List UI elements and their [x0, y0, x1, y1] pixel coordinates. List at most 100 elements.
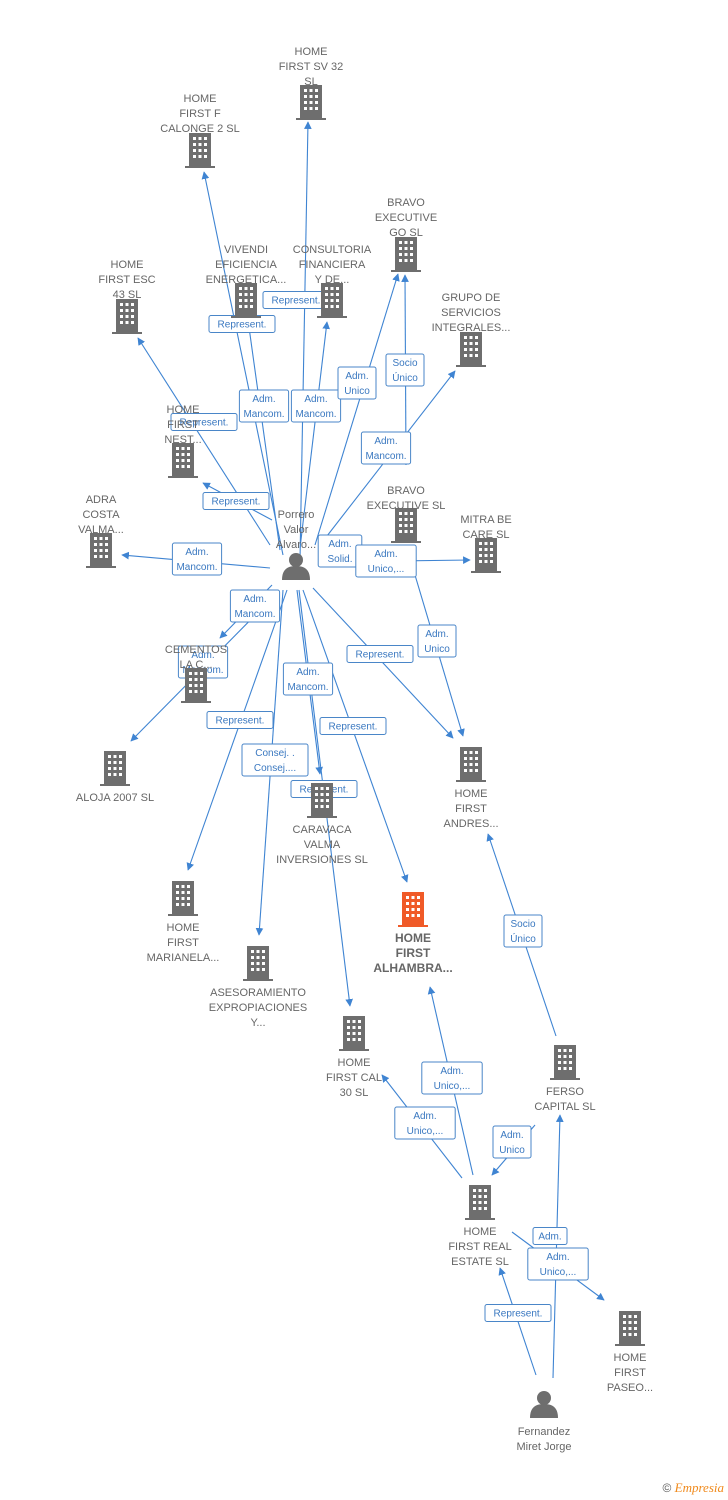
node-nest[interactable]: HOMEFIRSTNEST...	[164, 404, 202, 478]
edge-label-adm-mancom-cementos[interactable]: Adm.Mancom.	[229, 589, 281, 623]
edge-label-adm-unico-paseo[interactable]: Adm.Unico,...	[527, 1247, 589, 1281]
node-label: HOME	[395, 931, 431, 945]
relation-edge	[552, 1114, 564, 1379]
edge-label-box	[282, 662, 334, 696]
edge-label-box	[319, 717, 387, 735]
relation-edge	[137, 337, 271, 546]
node-label: HOME	[614, 1352, 647, 1364]
edge-labels-layer: Represent. Represent. Adm. Mancom. Adm. Manco…	[170, 291, 589, 1322]
copyright-symbol: ©	[662, 1481, 672, 1495]
node-label: SL	[304, 76, 317, 88]
edge-label-text: Mancom.	[287, 682, 328, 693]
brand-logo[interactable]: Empresia	[674, 1480, 724, 1495]
node-asesoramiento[interactable]: ASESORAMIENTOEXPROPIACIONESY...	[209, 946, 307, 1029]
edge-label-adm-unico-mitra[interactable]: Adm.Unico,...	[355, 544, 417, 578]
node-label: EXECUTIVE SL	[367, 500, 446, 512]
node-porrero[interactable]: PorreroValorAlvaro...	[276, 509, 316, 580]
node-vivendi[interactable]: VIVENDIEFICIENCIAENERGETICA...	[206, 244, 287, 318]
node-label: 30 SL	[340, 1087, 369, 1099]
edge-label-represent-vivendi[interactable]: Represent.	[208, 315, 276, 333]
edge-label-text: Unico	[499, 1145, 525, 1156]
person-icon	[282, 553, 310, 580]
node-label: FIRST ESC	[98, 274, 155, 286]
building-icon	[168, 443, 198, 478]
edge-label-adm-solid-bravo-sl[interactable]: Adm.Solid.	[317, 534, 363, 568]
relation-edge	[186, 589, 288, 871]
edge-label-text: Socio	[392, 358, 417, 369]
edge-label-box	[360, 431, 412, 465]
edge-label-represent-sv32[interactable]: Represent.	[262, 291, 330, 309]
edge-label-adm-mancom-adra[interactable]: Adm.Mancom.	[171, 542, 223, 576]
building-icon	[112, 299, 142, 334]
edge-label-text: Mancom.	[243, 409, 284, 420]
node-label: VALMA...	[78, 524, 124, 536]
edge-label-adm-unico-cal30[interactable]: Adm.Unico,...	[394, 1106, 456, 1140]
node-label: Y DE...	[315, 274, 350, 286]
node-label: HOME	[455, 788, 488, 800]
node-label: SERVICIOS	[441, 307, 501, 319]
edge-label-adm-unico-alhambra[interactable]: Adm.Unico,...	[421, 1061, 483, 1095]
edge-label-adm-mancom-caravaca[interactable]: Adm. Mancom.	[282, 662, 334, 696]
edge-label-adm-unico-ferso[interactable]: Adm. Unico	[492, 1125, 532, 1159]
node-label: FIRST	[167, 419, 199, 431]
edge-label-represent-andres[interactable]: Represent.	[346, 645, 414, 663]
node-adra[interactable]: ADRACOSTAVALMA...	[78, 494, 124, 568]
edge-label-adm-unico-andres[interactable]: Adm.Unico	[417, 624, 457, 658]
edge-label-represent-real-estate[interactable]: Represent.	[484, 1304, 552, 1322]
node-label: ASESORAMIENTO	[210, 987, 306, 999]
node-label: EXECUTIVE	[375, 212, 437, 224]
edge-label-represent-marianela[interactable]: Represent.	[206, 711, 274, 729]
edge-label-text: Adm.	[500, 1130, 523, 1141]
edge-label-adm-mancom-consultoria[interactable]: Adm.Mancom.	[290, 389, 342, 423]
edge-label-text: Único	[510, 932, 536, 945]
node-aloja[interactable]: ALOJA 2007 SL	[76, 751, 154, 804]
edge-label-text: Adm.	[546, 1252, 569, 1263]
node-alhambra[interactable]: HOMEFIRSTALHAMBRA...	[373, 892, 453, 975]
edge-label-box	[527, 1247, 589, 1281]
edge-label-text: Consej....	[254, 763, 296, 774]
node-label: FINANCIERA	[299, 259, 366, 271]
node-label: FIRST SV 32	[279, 61, 344, 73]
edge-label-adm-mancom-vivendi[interactable]: Adm. Mancom.	[238, 389, 290, 423]
node-andres[interactable]: HOMEFIRSTANDRES...	[443, 747, 499, 830]
edge-label-represent-esc[interactable]: Represent.	[202, 492, 270, 510]
node-grupo[interactable]: GRUPO DESERVICIOSINTEGRALES...	[432, 292, 511, 367]
relation-edge	[201, 171, 284, 556]
edge-label-text: Adm.	[538, 1232, 561, 1243]
edge-label-represent-alhambra[interactable]: Represent.	[319, 717, 387, 735]
edge-label-represent-nest[interactable]: Represent.	[170, 413, 238, 431]
node-label: 43 SL	[113, 289, 142, 301]
edge-label-text: Mancom.	[365, 451, 406, 462]
edge-label-box	[241, 743, 309, 777]
edge-label-text: Adm.	[252, 394, 275, 405]
node-label: Alvaro...	[276, 539, 316, 551]
node-marianela[interactable]: HOMEFIRSTMARIANELA...	[147, 881, 220, 964]
edge-label-text: Adm.	[304, 394, 327, 405]
node-label: GRUPO DE	[442, 292, 501, 304]
edge-label-text: Adm.	[296, 667, 319, 678]
edge-label-consej-asesoramiento[interactable]: Consej. .Consej....	[241, 743, 309, 777]
edge-label-adm-unico-bravo-go[interactable]: Adm.Unico	[337, 366, 377, 400]
edge-label-adm-mancom-grupo[interactable]: Adm.Mancom.	[360, 431, 412, 465]
edge-label-adm-ferso-person[interactable]: Adm.	[532, 1227, 568, 1245]
building-icon	[168, 881, 198, 916]
node-paseo[interactable]: HOMEFIRSTPASEO...	[607, 1311, 653, 1394]
node-label: CARAVACA	[293, 824, 353, 836]
edge-label-text: Socio	[510, 919, 535, 930]
